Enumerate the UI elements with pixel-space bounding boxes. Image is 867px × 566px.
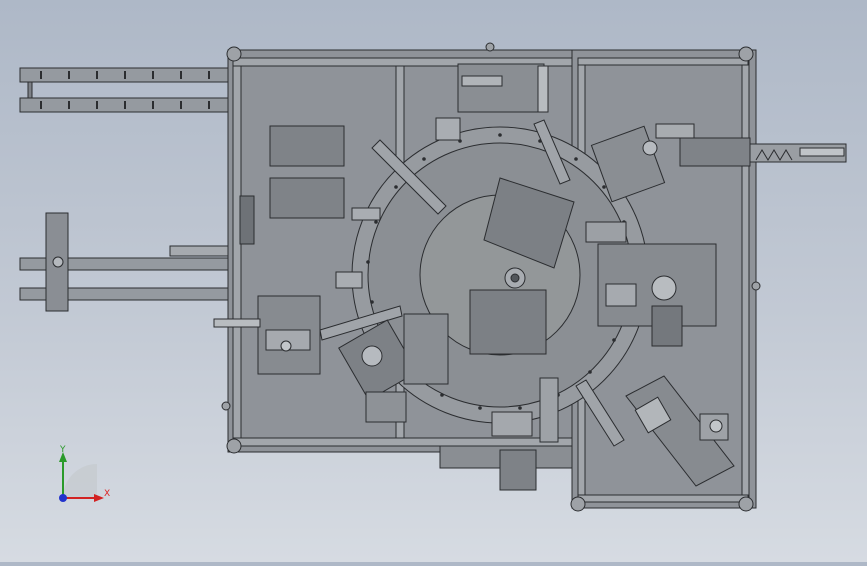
station-upper-left <box>457 63 549 113</box>
output-conveyor <box>749 143 847 163</box>
station-lower-right <box>625 375 735 487</box>
x-axis-arrowhead <box>94 494 104 502</box>
station-center-left <box>338 313 449 423</box>
station-upper-right <box>590 123 751 203</box>
assembly-model <box>19 42 847 512</box>
radial-tool-arms <box>319 119 625 447</box>
station-left-lower <box>213 295 321 375</box>
coordinate-triad: Y X <box>59 445 110 502</box>
y-axis-label: Y <box>59 445 66 455</box>
station-bottom-center <box>439 377 573 491</box>
y-axis-arrowhead <box>59 452 67 462</box>
x-axis-label: X <box>104 489 110 499</box>
station-right-middle <box>585 221 717 347</box>
gripper-left <box>335 117 461 289</box>
z-axis-origin <box>59 494 67 502</box>
leveling-feet <box>221 42 761 512</box>
